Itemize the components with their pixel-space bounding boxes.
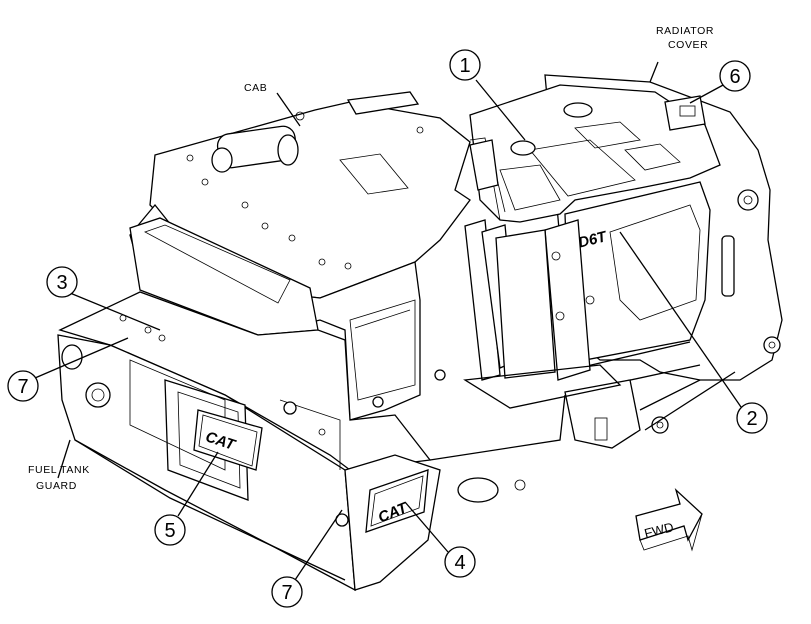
hood-assembly [469,74,783,449]
callout-4: 4 [444,546,476,578]
callout-6-number: 6 [729,66,740,88]
fwd-arrow-text: FWD [643,519,675,541]
stencil-model: D6T [576,228,609,252]
leader-lines [34,61,742,581]
callout-4-number: 4 [454,552,465,574]
fuel-tank-guard-label-line2: GUARD [36,480,77,492]
cab-label: CAB [244,82,267,94]
callout-1-number: 1 [459,55,470,77]
callout-7-bottom: 7 [271,576,303,608]
cab-assembly [129,91,471,421]
fwd-arrow: FWD [635,487,703,552]
callout-3-number: 3 [56,272,67,294]
callout-5: 5 [154,514,186,546]
radiator-cover-label-line1: RADIATOR [656,25,714,37]
cat-logo-front: CAT [193,409,263,471]
callout-7-left-number: 7 [17,376,28,398]
callout-6: 6 [719,60,751,92]
callout-7-left: 7 [7,370,39,402]
callout-7-bottom-number: 7 [281,582,292,604]
radiator-cover-label-line2: COVER [668,39,708,51]
callout-3: 3 [46,266,78,298]
rops-frame [463,137,622,409]
fuel-tank-guard-label-line1: FUEL TANK [28,464,90,476]
callout-1: 1 [449,49,481,81]
callout-5-number: 5 [164,520,175,542]
callout-2-number: 2 [746,408,757,430]
callout-2: 2 [736,402,768,434]
model-stencil: D6T [576,228,609,252]
